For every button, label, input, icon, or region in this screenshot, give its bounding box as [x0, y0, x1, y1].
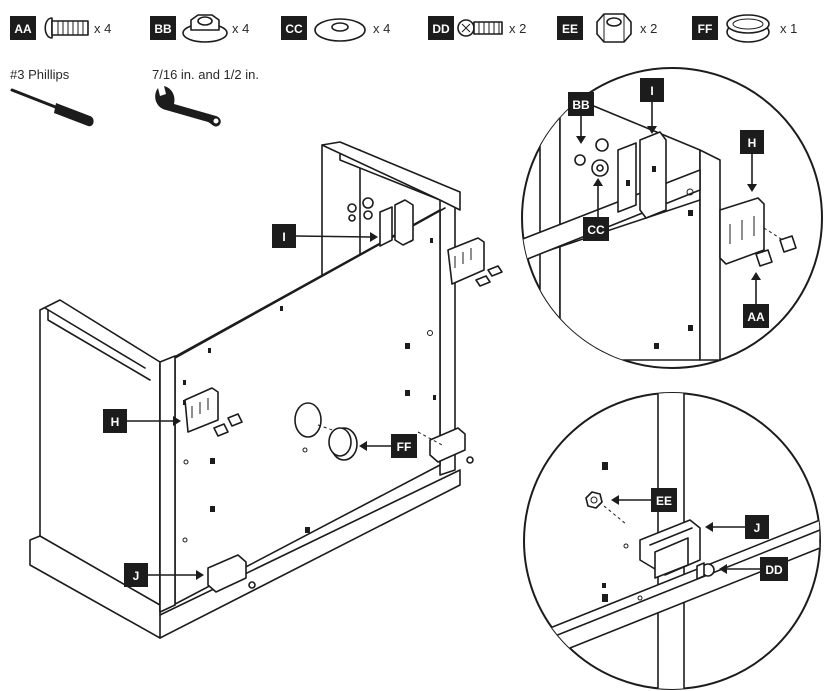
callout-aa-zoom1: AA [743, 272, 769, 328]
svg-text:FF: FF [397, 440, 412, 454]
part-ff: FF x 1 [692, 14, 797, 43]
svg-text:J: J [133, 569, 140, 583]
grommet-ff-main [294, 402, 358, 461]
svg-text:J: J [754, 521, 761, 535]
grommet-icon [726, 14, 770, 43]
part-ee-code: EE [562, 22, 578, 36]
part-bb: BB x 4 [150, 14, 249, 43]
part-aa-code: AA [14, 22, 32, 36]
zoom-detail-bottom [523, 392, 821, 690]
callout-i-main: I [272, 224, 378, 248]
part-bb-code: BB [154, 22, 172, 36]
callout-ee-zoom2: EE [611, 488, 677, 512]
svg-text:BB: BB [572, 98, 590, 112]
zoom-detail-top [521, 67, 823, 369]
screwdriver-icon [10, 88, 94, 127]
callout-i-zoom1: I [640, 78, 664, 134]
part-ff-code: FF [698, 22, 713, 36]
parts-legend: AA x 4 BB x 4 CC [10, 13, 797, 43]
tool-wrench-label: 7/16 in. and 1/2 in. [152, 67, 259, 82]
part-ee: EE x 2 [557, 13, 657, 43]
part-cc-qty: x 4 [373, 21, 390, 36]
bracket-h-right [447, 237, 503, 287]
part-ee-qty: x 2 [640, 21, 657, 36]
callout-bb-zoom1: BB [568, 92, 594, 144]
svg-text:DD: DD [765, 563, 783, 577]
part-cc: CC x 4 [281, 16, 390, 42]
hex-nut-icon [596, 13, 632, 43]
callout-ff-main: FF [359, 434, 417, 458]
callout-j-zoom2: J [705, 515, 769, 539]
svg-text:EE: EE [656, 494, 672, 508]
part-aa: AA x 4 [10, 16, 111, 40]
svg-text:I: I [282, 230, 285, 244]
callout-cc-zoom1: CC [583, 178, 609, 241]
part-dd-qty: x 2 [509, 21, 526, 36]
callout-h-main: H [103, 409, 181, 433]
part-bb-qty: x 4 [232, 21, 249, 36]
part-dd-code: DD [432, 22, 450, 36]
washer-icon [314, 18, 366, 42]
part-cc-code: CC [285, 22, 303, 36]
callout-h-zoom1: H [740, 130, 764, 192]
svg-text:AA: AA [747, 310, 765, 324]
svg-text:H: H [111, 415, 120, 429]
part-aa-qty: x 4 [94, 21, 111, 36]
part-dd: DD x 2 [428, 16, 526, 40]
callout-j-main: J [124, 563, 204, 587]
cabinet-assembly [29, 141, 503, 639]
wrench-icon [155, 86, 221, 127]
carriage-bolt-icon [44, 17, 89, 39]
bracket-i-main [347, 197, 414, 247]
svg-text:H: H [748, 136, 757, 150]
bracket-j-right [417, 427, 474, 464]
tool-screwdriver-label: #3 Phillips [10, 67, 70, 82]
flange-nut-icon [182, 14, 228, 43]
bottom-rail [29, 535, 161, 639]
part-ff-qty: x 1 [780, 21, 797, 36]
callout-dd-zoom2: DD [719, 557, 788, 581]
svg-text:I: I [650, 84, 653, 98]
tools: #3 Phillips 7/16 in. and 1/2 in. [10, 67, 259, 127]
bracket-h-left [184, 387, 243, 437]
phillips-screw-icon [457, 19, 503, 37]
bracket-j-left [207, 554, 256, 593]
svg-text:CC: CC [587, 223, 605, 237]
